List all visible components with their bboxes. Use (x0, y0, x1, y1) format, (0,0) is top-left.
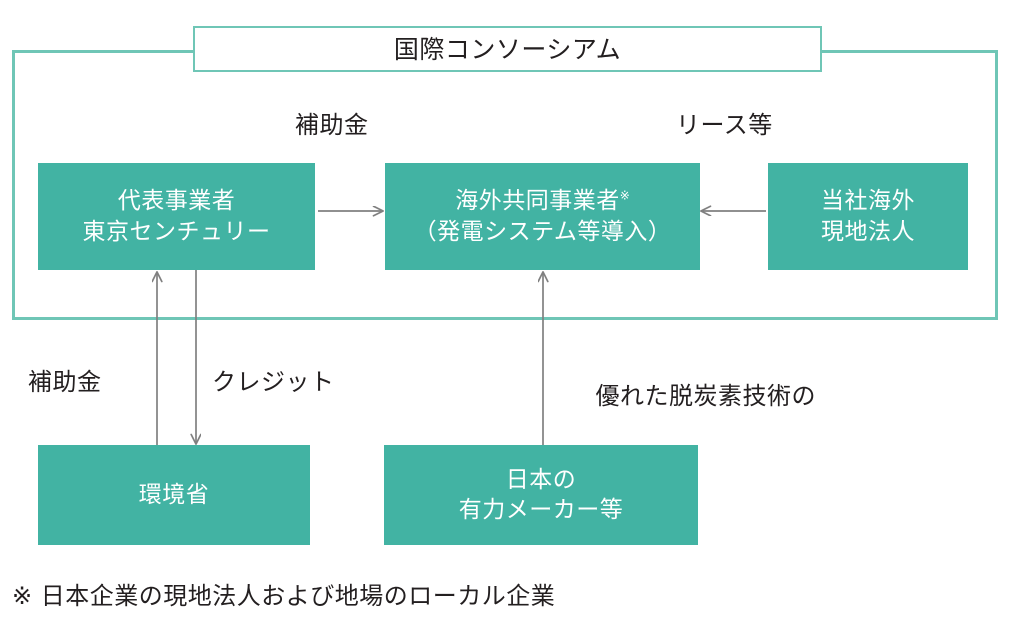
box-lead-company-line1: 代表事業者 (117, 188, 236, 215)
box-local-subsidiary-line2: 現地法人 (821, 218, 915, 245)
label-subsidy-bottom: 補助金 (28, 368, 102, 396)
box-overseas-partner-text: 海外共同事業者 (455, 188, 620, 215)
consortium-title-box: 国際コンソーシアム (193, 26, 822, 72)
label-lease: リース等 (676, 111, 773, 139)
label-subsidy-top: 補助金 (295, 111, 369, 139)
footnote-marker-icon: ※ (619, 188, 630, 203)
box-lead-company-line2: 東京センチュリー (82, 218, 271, 245)
box-japanese-makers: 日本の 有力メーカー等 (384, 445, 698, 545)
label-credit: クレジット (212, 368, 335, 396)
diagram-footnote: ※ 日本企業の現地法人および地場のローカル企業 (12, 582, 556, 610)
box-overseas-partner: 海外共同事業者※ （発電システム等導入） (385, 163, 700, 270)
box-local-subsidiary: 当社海外 現地法人 (768, 163, 968, 270)
label-tech-products-line1: 優れた脱炭素技術の (595, 382, 817, 411)
box-overseas-partner-line1: 海外共同事業者※ (455, 186, 630, 216)
box-lead-company: 代表事業者 東京センチュリー (38, 163, 315, 270)
box-ministry-of-environment: 環境省 (38, 445, 310, 545)
box-local-subsidiary-line1: 当社海外 (821, 188, 915, 215)
consortium-title-label: 国際コンソーシアム (393, 34, 622, 64)
box-japanese-makers-line1: 日本の (505, 466, 577, 493)
box-overseas-partner-line2: （発電システム等導入） (413, 218, 672, 245)
box-japanese-makers-line2: 有力メーカー等 (458, 497, 624, 523)
box-ministry-of-environment-line1: 環境省 (138, 481, 210, 508)
